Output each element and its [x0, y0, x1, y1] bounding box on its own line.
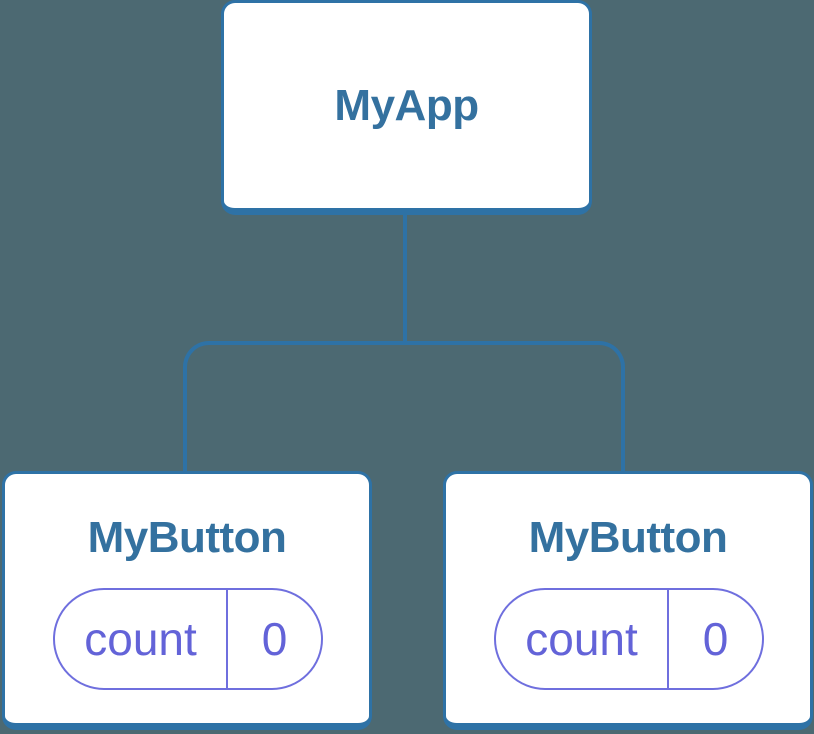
connector-stem — [403, 208, 407, 345]
state-value: 0 — [261, 613, 288, 665]
state-key-label: count — [496, 590, 669, 688]
node-label: MyButton — [87, 513, 287, 562]
connector-bracket — [183, 341, 625, 473]
node-label: MyButton — [528, 513, 728, 562]
node-mybutton-right: MyButton count 0 — [443, 471, 813, 730]
state-pill: count 0 — [494, 588, 764, 690]
node-mybutton-left: MyButton count 0 — [2, 471, 372, 730]
state-pill: count 0 — [53, 588, 323, 690]
state-key-label: count — [55, 590, 228, 688]
state-value: 0 — [702, 613, 729, 665]
node-myapp: MyApp — [221, 0, 592, 215]
node-label: MyApp — [334, 80, 479, 130]
